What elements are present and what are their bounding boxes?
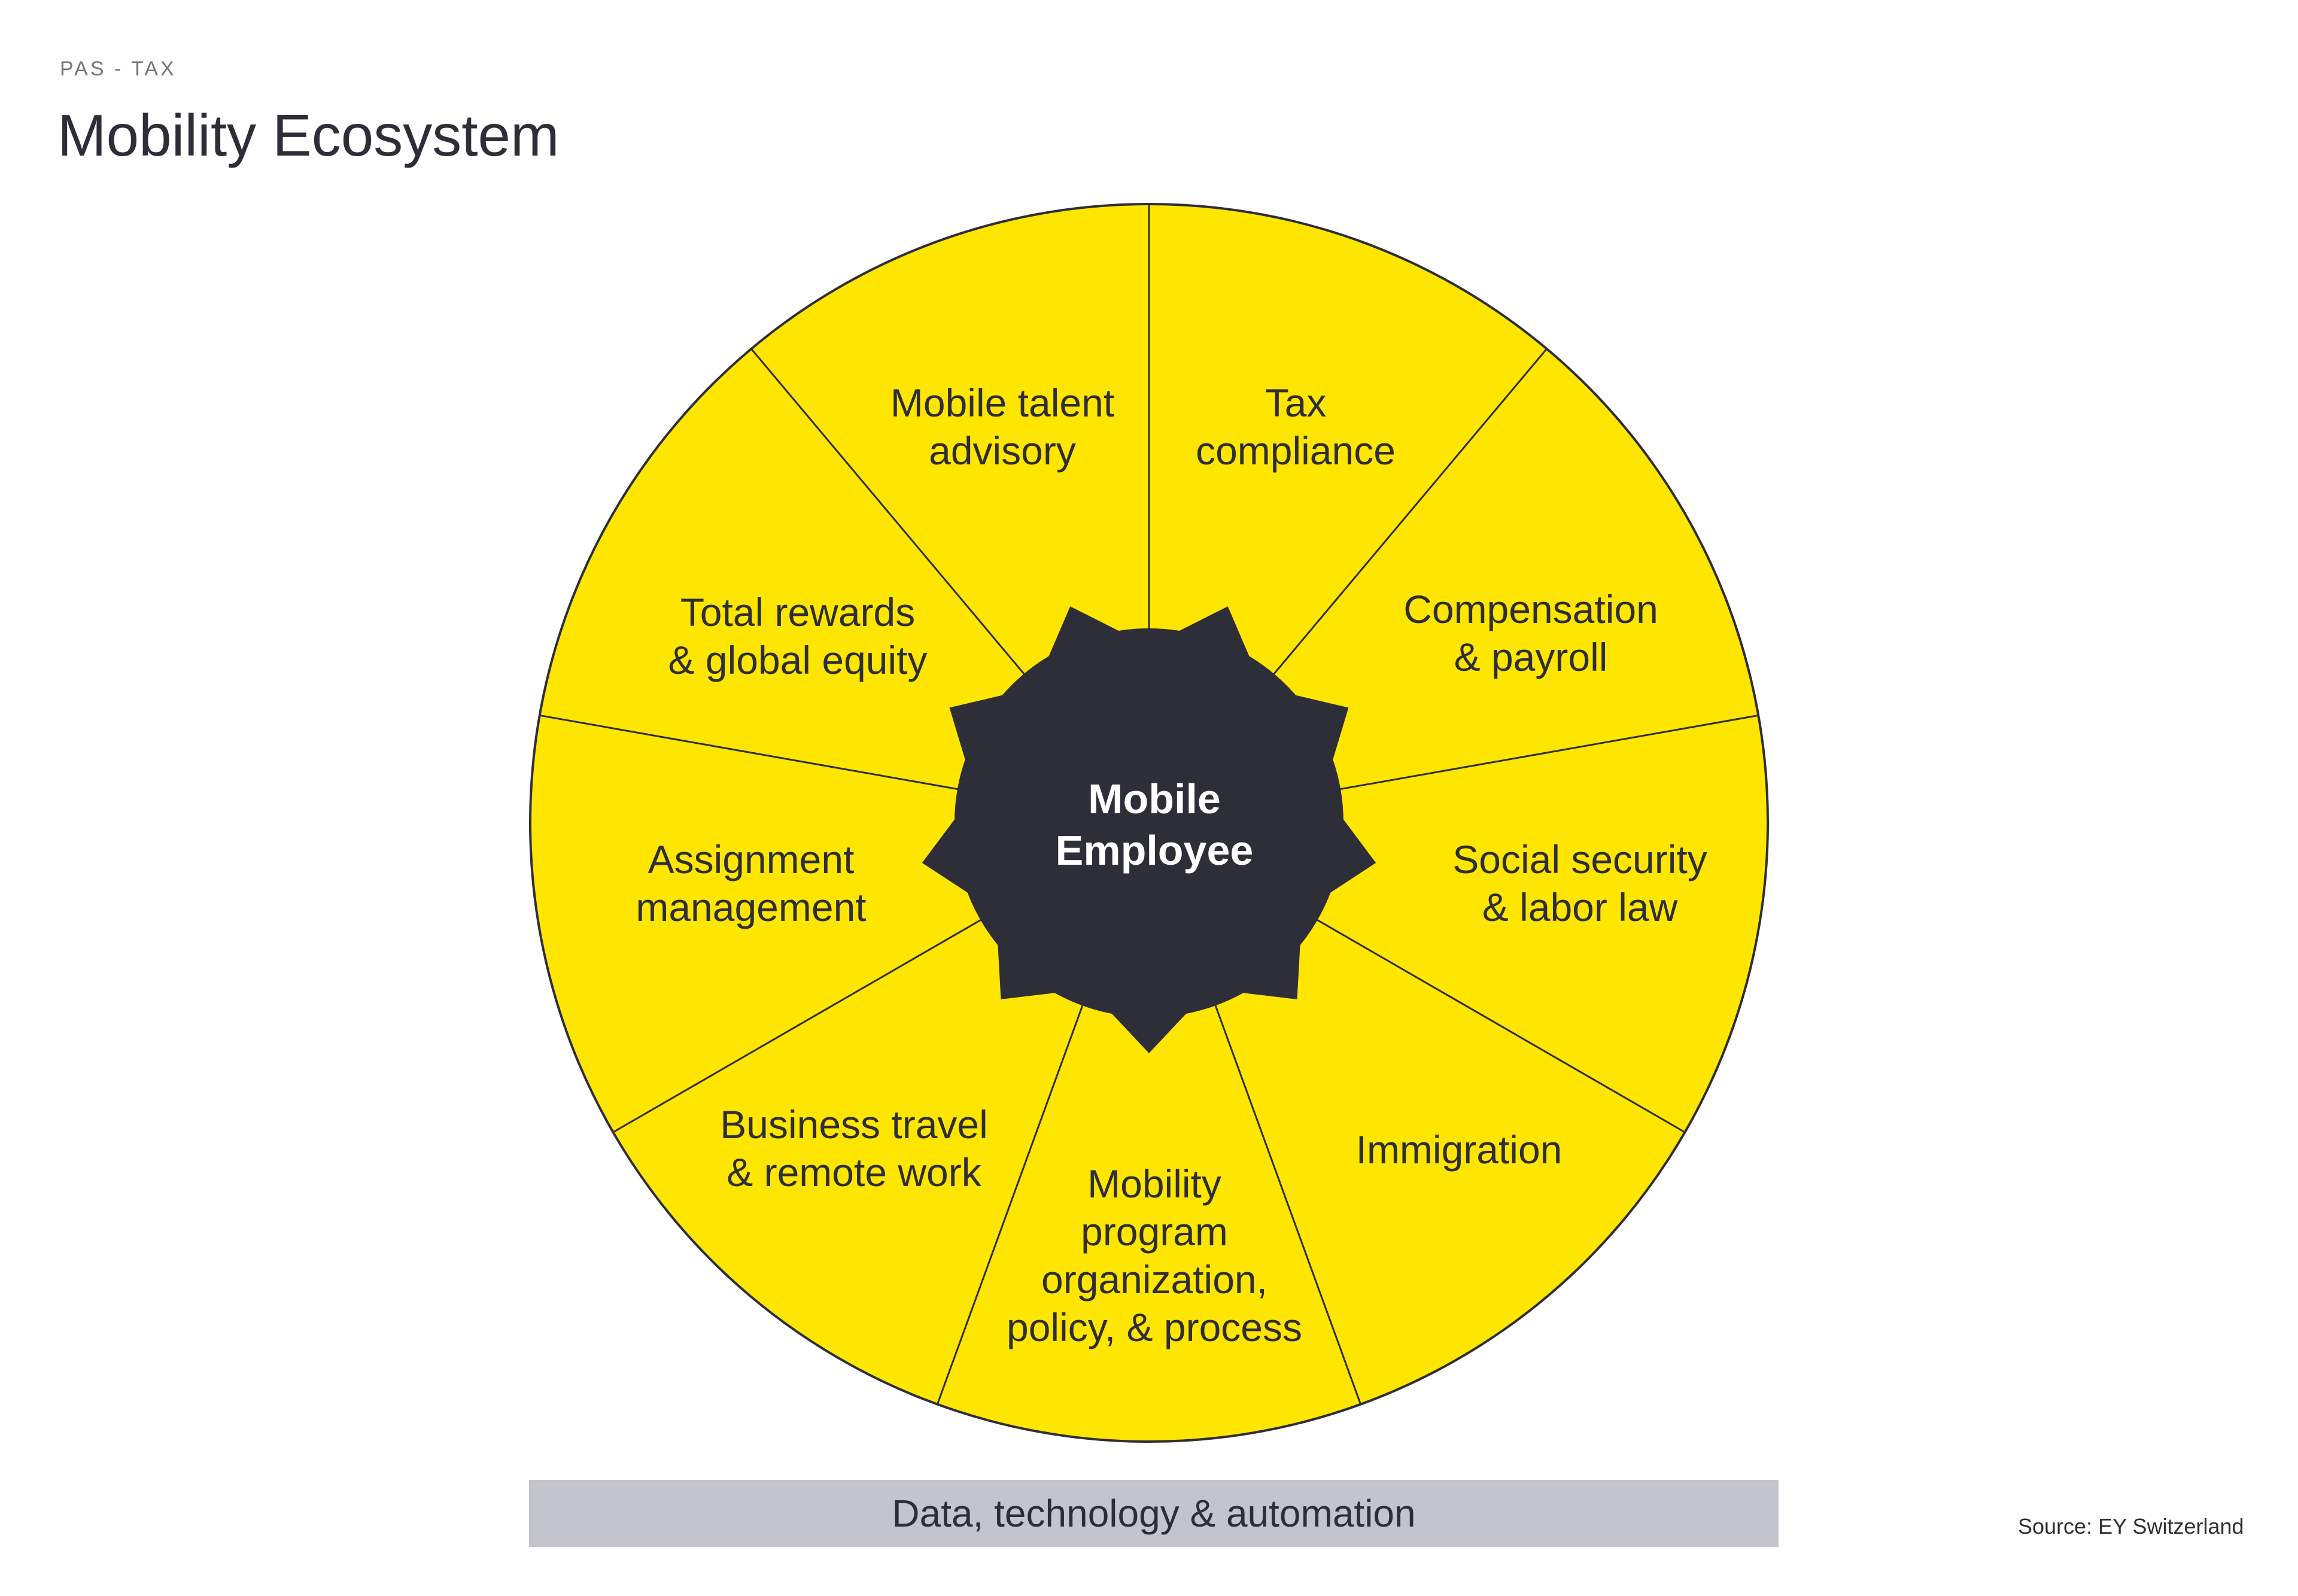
foundation-bar: Data, technology & automation bbox=[529, 1480, 1779, 1547]
wheel-outline bbox=[529, 203, 1769, 1443]
hub-badge bbox=[922, 606, 1376, 1053]
segment-label-mobility-program: Mobility program organization, policy, &… bbox=[1007, 1162, 1302, 1349]
segment-label-business-travel-remote-work: Business travel & remote work bbox=[720, 1102, 988, 1194]
segment-label-mobile-talent-advisory: Mobile talent advisory bbox=[890, 381, 1115, 473]
segment-label-tax-compliance: Tax compliance bbox=[1196, 381, 1396, 473]
section-kicker: PAS - TAX bbox=[60, 57, 177, 80]
foundation-label: Data, technology & automation bbox=[892, 1492, 1416, 1535]
segment-label-assignment-management: Assignment management bbox=[636, 837, 867, 929]
segment-label-total-rewards-global-equity: Total rewards & global equity bbox=[668, 590, 928, 682]
segment-label-social-security-labor-law: Social security & labor law bbox=[1452, 837, 1707, 929]
page-title: Mobility Ecosystem bbox=[57, 102, 560, 168]
segment-label-compensation-payroll: Compensation & payroll bbox=[1403, 587, 1658, 679]
hub-label: Mobile Employee bbox=[1055, 776, 1254, 874]
source-note: Source: EY Switzerland bbox=[2018, 1514, 2244, 1539]
segment-label-immigration: Immigration bbox=[1355, 1127, 1563, 1172]
segment-mobility-program bbox=[937, 823, 1361, 1442]
